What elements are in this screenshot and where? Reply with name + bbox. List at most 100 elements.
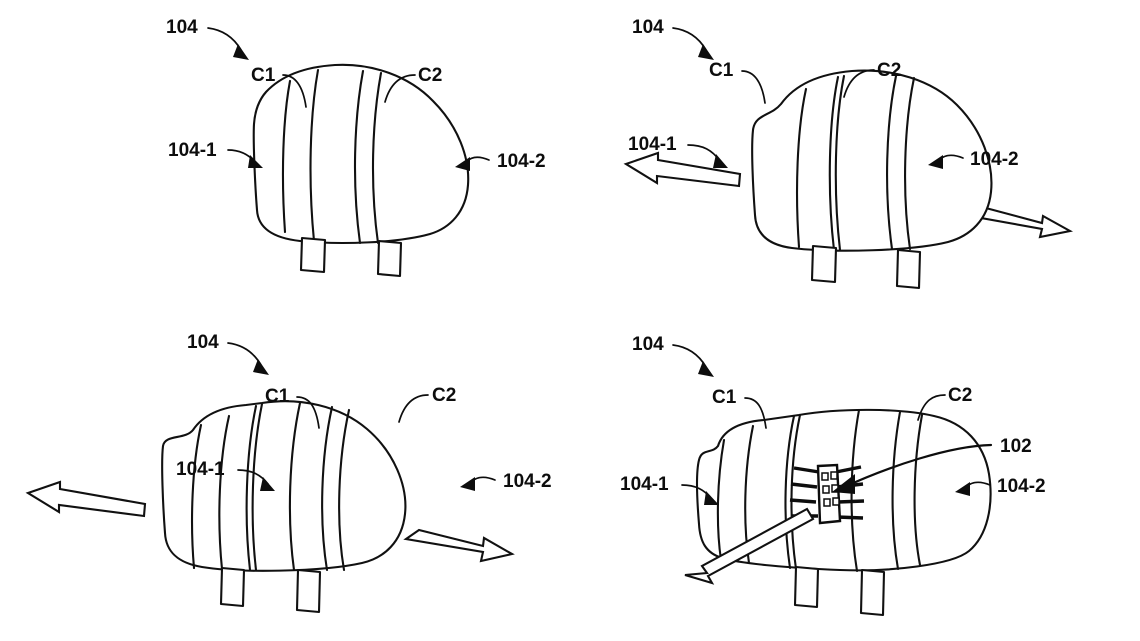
label-c2: C2 — [877, 60, 901, 81]
fold-line-2 — [309, 68, 320, 243]
label-c2: C2 — [432, 385, 456, 406]
leg-right — [376, 239, 403, 278]
fold-line-2 — [218, 414, 231, 571]
chip-pad-5 — [823, 498, 831, 507]
panel-3-drawing: 104 C1 C2 104-1 104-2 — [25, 332, 552, 614]
fold-line-6 — [321, 405, 334, 572]
arrowhead-side-left — [713, 154, 728, 168]
arrow-expand-right — [403, 528, 515, 563]
label-device: 104 — [166, 17, 198, 38]
panel-4-drawing: 104 C1 C2 102 104-1 104-2 — [620, 334, 1046, 617]
leader-device — [227, 342, 262, 366]
panel-chip-exposed-state: 104 C1 C2 102 104-1 104-2 — [570, 320, 1140, 641]
leader-c1 — [282, 74, 307, 108]
leg-left — [793, 565, 820, 609]
fold-line-1 — [716, 438, 726, 562]
fold-line-4 — [886, 74, 898, 251]
label-device: 104 — [187, 332, 219, 353]
label-side-left: 104-1 — [176, 459, 225, 480]
fold-line-1 — [795, 87, 808, 249]
leader-c2 — [843, 69, 875, 98]
arrowhead-side-left — [704, 491, 719, 505]
chip-leg-left-1 — [793, 466, 820, 474]
chip-pad-2 — [830, 471, 838, 480]
label-device: 104 — [632, 17, 664, 38]
label-c2: C2 — [418, 65, 442, 86]
arrowhead-device — [698, 361, 714, 377]
leg-right — [295, 568, 322, 614]
chip-leg-right-1 — [835, 465, 862, 474]
arrowhead-device — [233, 44, 249, 60]
leader-c2 — [384, 74, 416, 103]
label-side-right: 104-2 — [503, 471, 552, 492]
arrowhead-device — [698, 44, 714, 60]
label-c1: C1 — [265, 386, 290, 407]
chip-pad-1 — [821, 472, 829, 481]
label-c1: C1 — [251, 65, 276, 86]
fold-line-7 — [913, 413, 924, 567]
arrow-expand-left — [623, 151, 742, 188]
arrowhead-side-right — [955, 482, 970, 496]
fold-line-7 — [338, 408, 351, 572]
chip-pad-6 — [832, 497, 840, 506]
leg-left — [219, 566, 246, 608]
label-c2: C2 — [948, 385, 972, 406]
label-chip: 102 — [1000, 436, 1032, 457]
label-c1: C1 — [709, 60, 734, 81]
fold-line-5 — [288, 401, 302, 572]
fold-line-4 — [790, 413, 802, 571]
arrowhead-chip — [832, 474, 855, 494]
label-side-left: 104-1 — [168, 140, 217, 161]
label-device: 104 — [632, 334, 664, 355]
label-side-right: 104-2 — [970, 149, 1019, 170]
fold-line-4 — [371, 71, 383, 245]
fold-line-3 — [245, 404, 258, 572]
arrowhead-device — [253, 359, 269, 375]
fold-line-4 — [251, 402, 264, 572]
device-body-outline — [252, 63, 470, 245]
chip-leg-right-3 — [837, 499, 865, 504]
fold-line-1 — [281, 79, 292, 234]
panel-partially-expanded-state: 104 C1 C2 104-1 104-2 — [570, 0, 1140, 320]
arrow-expand-left — [25, 480, 147, 518]
chip-leg-right-4 — [836, 515, 864, 520]
chip-leg-left-3 — [789, 498, 817, 504]
arrowhead-side-right — [460, 477, 475, 491]
panel-1-drawing: 104 C1 C2 104-1 104-2 — [166, 17, 546, 278]
leg-left — [299, 236, 327, 274]
leader-c1 — [741, 70, 766, 104]
arrowhead-side-left — [248, 155, 263, 168]
arrowhead-side-right — [455, 157, 470, 171]
fold-line-5 — [904, 76, 916, 251]
label-side-right: 104-2 — [497, 151, 546, 172]
label-side-left: 104-1 — [620, 474, 669, 495]
label-side-left: 104-1 — [628, 134, 677, 155]
panel-fully-expanded-state: 104 C1 C2 104-1 104-2 — [0, 320, 570, 641]
leader-device — [672, 344, 707, 368]
arrowhead-side-right — [928, 155, 943, 169]
device-body-outline — [161, 400, 407, 572]
fold-line-3 — [834, 74, 846, 252]
leg-left — [810, 244, 838, 284]
device-body-outline — [751, 69, 993, 252]
chip-leg-left-2 — [790, 482, 818, 489]
chip-pad-3 — [822, 485, 830, 494]
label-side-right: 104-2 — [997, 476, 1046, 497]
label-c1: C1 — [712, 387, 737, 408]
fold-line-3 — [784, 414, 796, 570]
fold-line-1 — [190, 423, 203, 570]
leg-right — [859, 568, 886, 617]
leader-c2 — [398, 394, 429, 423]
fold-line-2 — [828, 75, 840, 252]
arrowhead-side-left — [260, 477, 275, 491]
leg-right — [895, 248, 922, 290]
leader-c1 — [744, 397, 767, 429]
leader-chip — [840, 443, 993, 490]
arrow-expand-diagonal — [684, 507, 815, 585]
fold-line-3 — [353, 69, 365, 245]
leader-device — [207, 27, 242, 51]
panel-undeformed-state: 104 C1 C2 104-1 104-2 — [0, 0, 570, 320]
leader-device — [672, 27, 707, 51]
panel-2-drawing: 104 C1 C2 104-1 104-2 — [623, 17, 1074, 290]
